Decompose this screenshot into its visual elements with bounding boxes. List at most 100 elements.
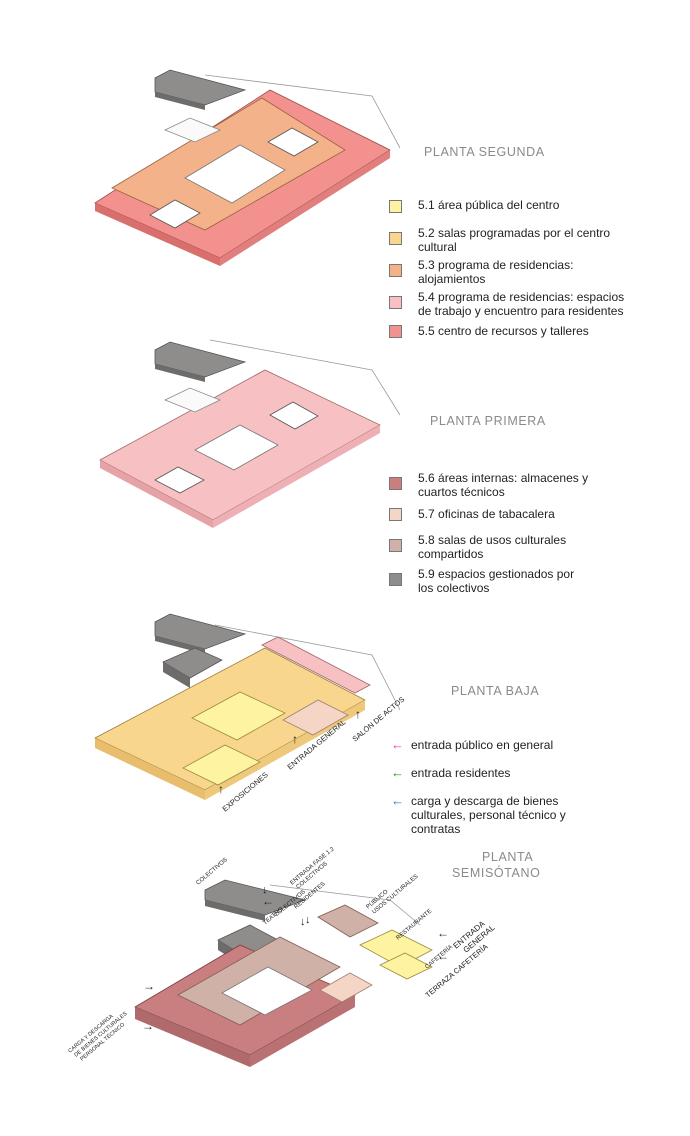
courtyard <box>221 966 313 1016</box>
arrow-down-icon: ↓ <box>305 914 311 926</box>
area-5-8-b <box>317 904 379 938</box>
legend-item-5-3: 5.3 programa de residencias: alojamiento… <box>389 258 628 290</box>
floor-primera: PLANTA PRIMERA <box>0 330 690 550</box>
legend-label: 5.1 área pública del centro <box>418 198 560 212</box>
glass-block <box>164 387 221 413</box>
legend-label: 5.9 espacios gestionados por <box>418 567 575 581</box>
legend-label: entrada residentes <box>411 766 511 780</box>
legend-label: entrada público en general <box>411 738 554 752</box>
arrow-left-icon: ← <box>391 765 404 780</box>
entrance-arrow-icon: ↑ <box>218 782 224 796</box>
legend-swatch <box>389 508 402 521</box>
legend-label: 5.2 salas programadas por el centro <box>418 226 611 240</box>
slab-5-5-side <box>95 203 220 266</box>
legend-label-line2: cultural <box>418 240 457 254</box>
courtyard <box>184 144 286 204</box>
legend-label: 5.6 áreas internas: almacenes y <box>418 471 589 485</box>
legend-item-5-8: 5.8 salas de usos culturales compartidos <box>389 533 628 567</box>
outline-line <box>269 884 421 926</box>
floor-title-primera: PLANTA PRIMERA <box>430 414 546 428</box>
arrow-left-icon: ← <box>437 949 449 963</box>
legend-item-5-6: 5.6 áreas internas: almacenes y cuartos … <box>389 471 628 507</box>
legend-item-entrada-residentes: ← entrada residentes <box>391 766 621 794</box>
legend-swatch <box>389 573 402 586</box>
lightwell-1 <box>154 466 205 494</box>
outline-line <box>209 339 401 416</box>
legend-item-entrada-publico: ← entrada público en general <box>391 738 621 766</box>
lightwell-2 <box>269 401 319 430</box>
area-5-1 <box>191 691 286 741</box>
floor-baja: ↑ ↑ ↑ EXPOSICIONES ENTRADA GENERAL SALÓN… <box>0 600 690 840</box>
floor-title-semisotano-2: SEMISÓTANO <box>452 866 541 880</box>
courtyard <box>194 424 279 471</box>
label-restaurante: RESTAURANTE <box>395 909 433 942</box>
arrow-left-icon: ← <box>391 793 404 808</box>
legend-label-line2: compartidos <box>418 547 484 561</box>
floor-title-segunda: PLANTA SEGUNDA <box>424 145 545 159</box>
legend-item-carga-descarga: ← carga y descarga de bienes culturales,… <box>391 794 621 840</box>
slab-5-5-side2 <box>220 150 390 266</box>
entrance-arrow-icon: ↑ <box>355 707 361 721</box>
legend-top: 5.1 área pública del centro 5.2 salas pr… <box>389 198 628 340</box>
arrow-left-icon: ← <box>437 926 449 940</box>
area-5-4 <box>261 636 371 694</box>
colectivos-block-2 <box>162 647 223 679</box>
arrow-left-icon: ← <box>391 737 404 752</box>
entrance-5-1 <box>182 744 261 786</box>
legend-item-5-4: 5.4 programa de residencias: espacios de… <box>389 290 628 324</box>
colectivos-block <box>154 341 247 378</box>
label-carga-2: DE BIENES CULTURALES <box>73 1011 128 1059</box>
legend-swatch <box>389 477 402 490</box>
slab-5-2-side <box>95 738 205 800</box>
legend-swatch <box>389 232 402 245</box>
area-5-7 <box>319 972 373 1003</box>
legend-swatch <box>389 539 402 552</box>
floor-semisotano-drawing: ↓ ↓ ↓ ← ← → → ← COLECTIVOS ENTRADA FASE … <box>67 846 497 1067</box>
legend-item-5-5: 5.5 centro de recursos y talleres <box>389 324 628 340</box>
colectivos-block-side <box>155 364 205 382</box>
floor-segunda-drawing <box>94 69 401 266</box>
arrow-right-icon: → <box>143 979 155 993</box>
area-5-1-b <box>379 952 433 980</box>
lightwell-2 <box>267 127 319 157</box>
floor-title-baja: PLANTA BAJA <box>451 684 540 698</box>
floor-primera-drawing <box>99 339 401 528</box>
legend-item-5-2: 5.2 salas programadas por el centro cult… <box>389 226 628 258</box>
legend-swatch <box>389 264 402 277</box>
legend-swatch <box>389 296 402 309</box>
arrow-right-icon: → <box>142 1019 154 1033</box>
colectivos-block <box>154 613 247 650</box>
legend-label: 5.7 oficinas de tabacalera <box>418 507 555 521</box>
colectivos-block-side <box>205 900 265 921</box>
legend-label-line3: contratas <box>411 822 461 836</box>
legend-label-line2: cuartos técnicos <box>418 485 505 499</box>
legend-item-5-9: 5.9 espacios gestionados por los colecti… <box>389 567 628 597</box>
legend-label: 5.8 salas de usos culturales <box>418 533 567 547</box>
colectivos-block-side <box>155 92 205 110</box>
floor-title-semisotano-1: PLANTA <box>482 850 534 864</box>
arrow-down-icon: ↓ <box>300 916 306 928</box>
legend-label: 5.5 centro de recursos y talleres <box>418 324 589 338</box>
label-entrada-fase-1: ENTRADA FASE 1.2 <box>289 846 336 887</box>
entrance-arrow-icon: ↑ <box>292 732 298 746</box>
outline-line <box>214 624 401 711</box>
legend-label-line2: culturales, personal técnico y <box>411 808 566 822</box>
floor-segunda: PLANTA SEGUNDA <box>0 0 690 290</box>
slab-5-4-side <box>100 460 213 528</box>
legend-arrows: ← entrada público en general ← entrada r… <box>391 738 621 840</box>
ring-5-6-side2 <box>250 995 355 1067</box>
colectivos-block <box>154 69 247 106</box>
legend-item-5-1: 5.1 área pública del centro <box>389 198 628 226</box>
ring-5-6-side <box>135 1007 250 1067</box>
legend-label: 5.4 programa de residencias: espacios <box>418 290 625 304</box>
arrow-down-icon: ↓ <box>262 884 268 896</box>
legend-swatch <box>389 200 402 213</box>
legend-label: 5.3 programa de residencias: <box>418 258 574 272</box>
label-cafeteria: CAFETERÍA <box>424 944 454 971</box>
slab-5-4-side2 <box>213 425 380 528</box>
legend-label-line2: los colectivos <box>418 581 490 595</box>
floor-semisotano: PLANTA SEMISÓTANO ↓ ↓ ↓ ← ← → → ← COLECT… <box>0 845 690 1135</box>
glass-block <box>164 117 221 143</box>
arrow-left-icon: ← <box>262 894 274 908</box>
lightwell-1 <box>149 199 201 229</box>
